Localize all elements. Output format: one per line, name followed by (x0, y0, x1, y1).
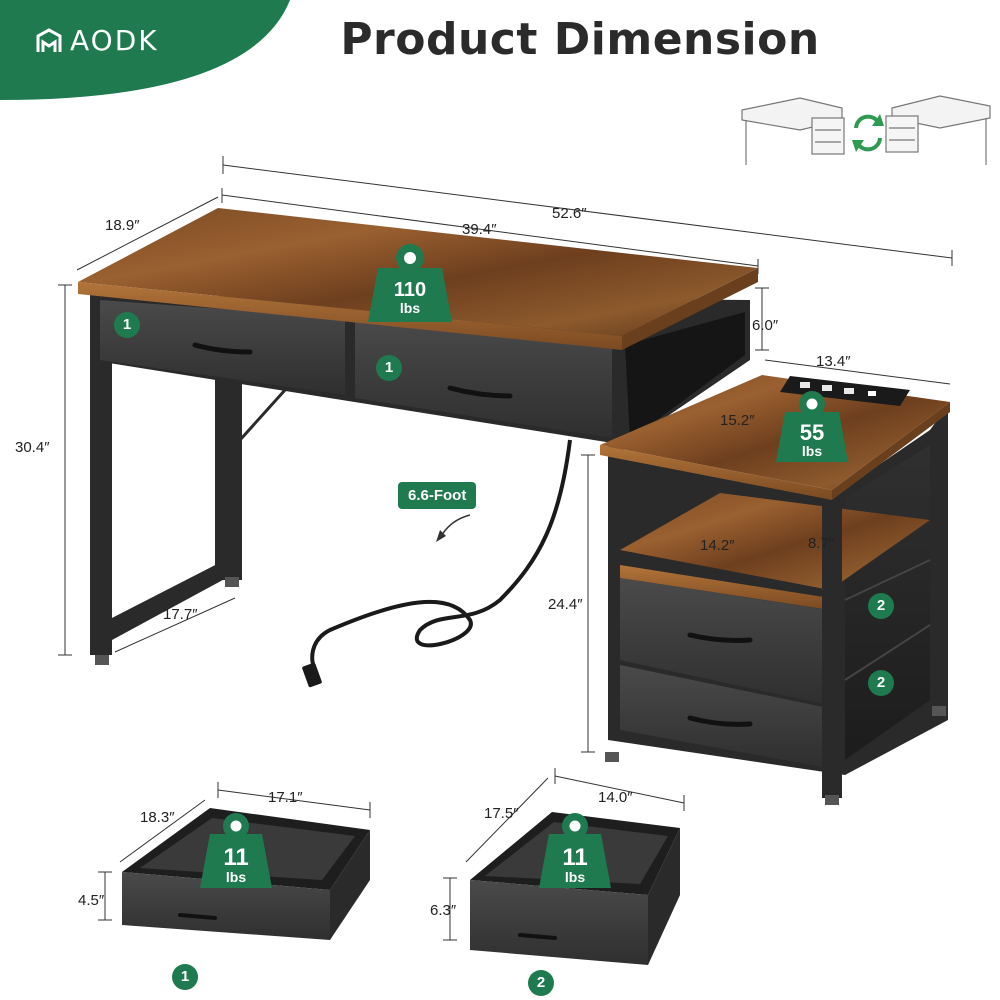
drawer-2-dims (443, 768, 685, 941)
weight-icon (776, 391, 848, 462)
drawer-2-load-unit: lbs (564, 869, 586, 886)
desk-load-value: 110 (393, 279, 427, 301)
desk-drawer-right-badge: 1 (376, 355, 402, 381)
power-cord (310, 439, 572, 671)
brand-banner (0, 0, 290, 100)
desk-load-label: 110 lbs (374, 280, 446, 316)
drawer-2-illustration (470, 812, 680, 965)
drawer-2-load-value: 11 (562, 844, 588, 871)
cabinet-drawer-top-badge: 2 (868, 593, 894, 619)
drawer-1-dims (98, 782, 371, 921)
weight-icon (368, 244, 452, 322)
dim-height: 30.4″ (15, 439, 50, 456)
weight-icon (200, 813, 272, 888)
brand-logo-icon (36, 27, 62, 52)
drawer-1-load-label: 11 lbs (200, 845, 272, 885)
drawer-1-height: 4.5″ (78, 892, 105, 909)
cabinet-load-value: 55 (799, 420, 825, 445)
reversible-arrows-icon (852, 114, 884, 152)
cord-length-label: 6.6-Foot (398, 482, 477, 509)
dim-inner-width: 14.2″ (700, 537, 735, 554)
drawer-1-load-value: 11 (223, 844, 249, 871)
dim-cabinet-height: 24.4″ (548, 596, 583, 613)
dim-total-width: 52.6″ (552, 205, 587, 222)
brand-name: AODK (70, 24, 159, 57)
desk-drawer-left (100, 300, 345, 395)
drawer-1-load-unit: lbs (225, 869, 247, 886)
power-outlet-icon (780, 376, 910, 406)
cabinet-drawer-bottom-badge: 2 (868, 670, 894, 696)
drawer-2-height: 6.3″ (430, 902, 457, 919)
dim-depth: 18.9″ (105, 217, 140, 234)
drawer-1-depth: 18.3″ (140, 809, 175, 826)
dim-open-shelf-height: 8.7″ (808, 535, 835, 552)
cabinet-load-label: 55 lbs (776, 421, 848, 459)
drawer-2-badge: 2 (528, 970, 554, 996)
desk-load-unit: lbs (399, 300, 421, 316)
dim-shelf-gap: 6.0″ (752, 317, 779, 334)
dim-cabinet-width: 13.4″ (816, 353, 851, 370)
drawer-2-depth: 17.5″ (484, 805, 519, 822)
drawer-1-badge: 1 (172, 964, 198, 990)
weight-icon (539, 813, 611, 888)
desk-drawer-left-badge: 1 (114, 312, 140, 338)
brand-logo: AODK (34, 24, 159, 57)
reversible-layout-thumbnails (741, 95, 991, 165)
desk-open-shelf (625, 312, 745, 440)
cabinet-load-unit: lbs (801, 443, 823, 460)
dim-leg-depth: 17.7″ (163, 606, 198, 623)
desk-drawer-right (355, 318, 612, 438)
side-cabinet (600, 375, 950, 805)
dim-desk-width: 39.4″ (462, 221, 497, 238)
page-title: Product Dimension (340, 14, 820, 65)
drawer-1-width: 17.1″ (268, 789, 303, 806)
drawer-2-width: 14.0″ (598, 789, 633, 806)
dim-cabinet-depth: 15.2″ (720, 412, 755, 429)
drawer-2-load-label: 11 lbs (539, 845, 611, 885)
